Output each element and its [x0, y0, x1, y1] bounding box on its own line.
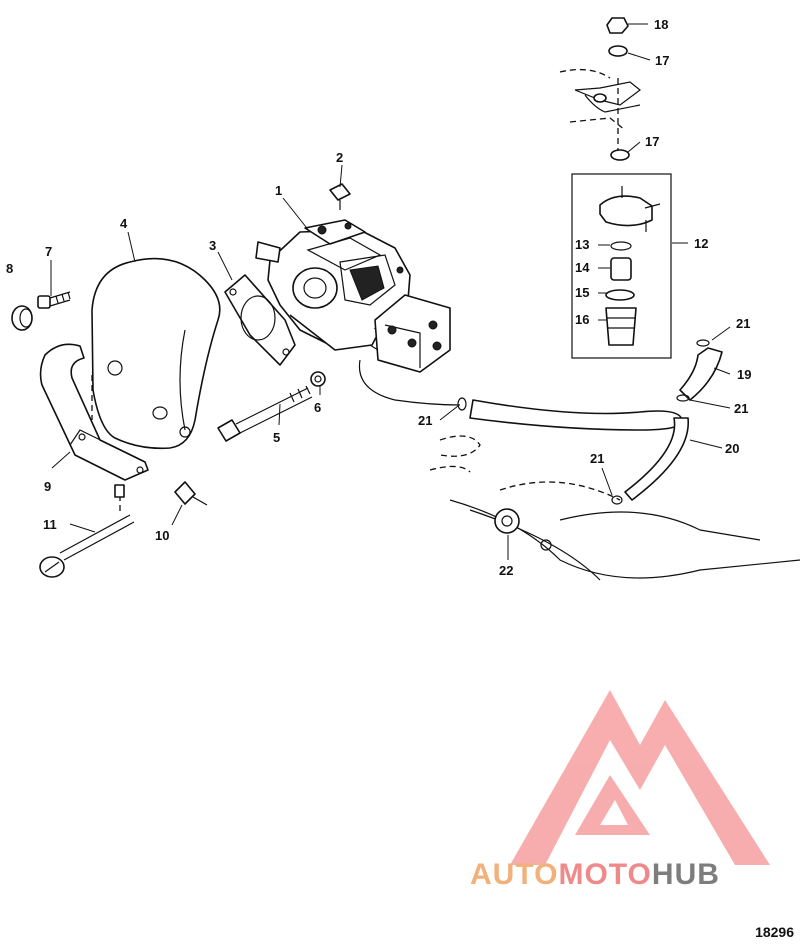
- watermark-moto: MOTO: [558, 858, 652, 891]
- watermark-text: AUTOMOTOHUB: [470, 858, 800, 892]
- callout-22: 22: [499, 563, 513, 578]
- part-2-screw: [329, 183, 351, 210]
- part-10-fitting: [174, 481, 208, 506]
- part-8-plug: [11, 305, 33, 331]
- part-1-carburetor: [255, 219, 411, 351]
- part-6-washer: [310, 371, 326, 387]
- watermark-hub: HUB: [651, 858, 720, 891]
- callout-21-c: 21: [418, 413, 432, 428]
- part-9-bracket: [39, 343, 149, 481]
- callout-17-top: 17: [655, 53, 669, 68]
- callout-12: 12: [694, 236, 708, 251]
- watermark-logo: [510, 690, 770, 865]
- callout-7: 7: [45, 244, 52, 259]
- callout-6: 6: [314, 400, 321, 415]
- callout-20: 20: [725, 441, 739, 456]
- callout-15: 15: [575, 285, 589, 300]
- part-11-choke-knob: [39, 484, 135, 578]
- fuel-pump: [369, 294, 451, 373]
- callout-18: 18: [654, 17, 668, 32]
- fuel-filter-box: [571, 173, 672, 359]
- callout-labels: 1 2 3 4 5 6 7 8 9 10 11 12 13 14 15 16 1…: [6, 17, 751, 578]
- figure-number: 18296: [755, 924, 794, 940]
- part-5-bolt: [217, 385, 313, 442]
- callout-21-a: 21: [736, 316, 750, 331]
- callout-13: 13: [575, 237, 589, 252]
- callout-1: 1: [275, 183, 282, 198]
- filter-mount-bracket: [559, 17, 641, 161]
- callout-2: 2: [336, 150, 343, 165]
- leader-lines: [50, 23, 731, 560]
- clamps-21: [457, 339, 710, 505]
- callout-5: 5: [273, 430, 280, 445]
- callout-9: 9: [44, 479, 51, 494]
- callout-10: 10: [155, 528, 169, 543]
- callout-21-b: 21: [734, 401, 748, 416]
- part-7-screw: [37, 291, 71, 309]
- callout-17-bottom: 17: [645, 134, 659, 149]
- callout-21-d: 21: [590, 451, 604, 466]
- callout-3: 3: [209, 238, 216, 253]
- engine-block-outline: [429, 435, 800, 581]
- callout-16: 16: [575, 312, 589, 327]
- callout-11: 11: [43, 517, 57, 532]
- callout-8: 8: [6, 261, 13, 276]
- fuel-hose: [358, 347, 723, 501]
- part-4-flame-arrestor: [91, 257, 221, 450]
- callout-4: 4: [120, 216, 128, 231]
- callout-19: 19: [737, 367, 751, 382]
- watermark-auto: AUTO: [470, 858, 559, 891]
- callout-14: 14: [575, 260, 590, 275]
- part-3-gasket: [224, 274, 296, 366]
- part-22-grommet: [494, 508, 552, 551]
